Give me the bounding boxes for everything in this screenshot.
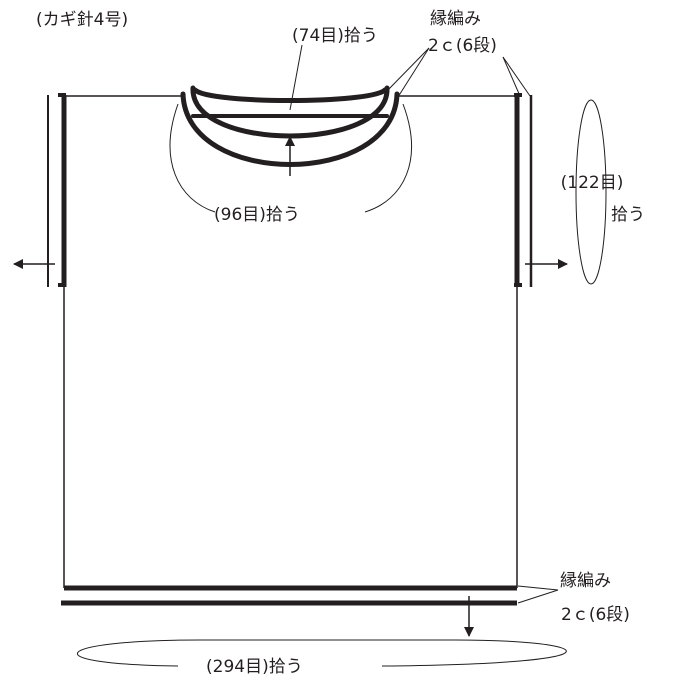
hem-edging-label: 縁編み <box>560 571 611 591</box>
hem-edging-rows-label: 2ｃ(6段) <box>561 605 630 625</box>
leader-lines <box>289 44 559 604</box>
hem-pickup-label: (294目)拾う <box>206 657 303 677</box>
sleeve-pickup-label: 拾う <box>611 205 645 225</box>
neck-edging-label: 縁編み <box>430 9 481 29</box>
sleeve-pickup-count-label: (122目) <box>561 173 624 193</box>
neck-edging-rows-label: 2ｃ(6段) <box>428 36 497 56</box>
direction-arrows <box>13 136 568 637</box>
left-sleeve-band <box>47 93 67 287</box>
right-sleeve-band <box>514 93 533 287</box>
hem-band <box>61 585 517 606</box>
neck-pickup-arcs <box>169 103 412 213</box>
hem-pickup-arc <box>76 639 567 667</box>
hook-size-label: (カギ針4号) <box>36 10 128 30</box>
neck-front-pickup-label: (96目)拾う <box>214 205 300 225</box>
sleeve-pickup-ellipse <box>575 99 607 285</box>
neck-back-pickup-label: (74目)拾う <box>292 26 378 46</box>
